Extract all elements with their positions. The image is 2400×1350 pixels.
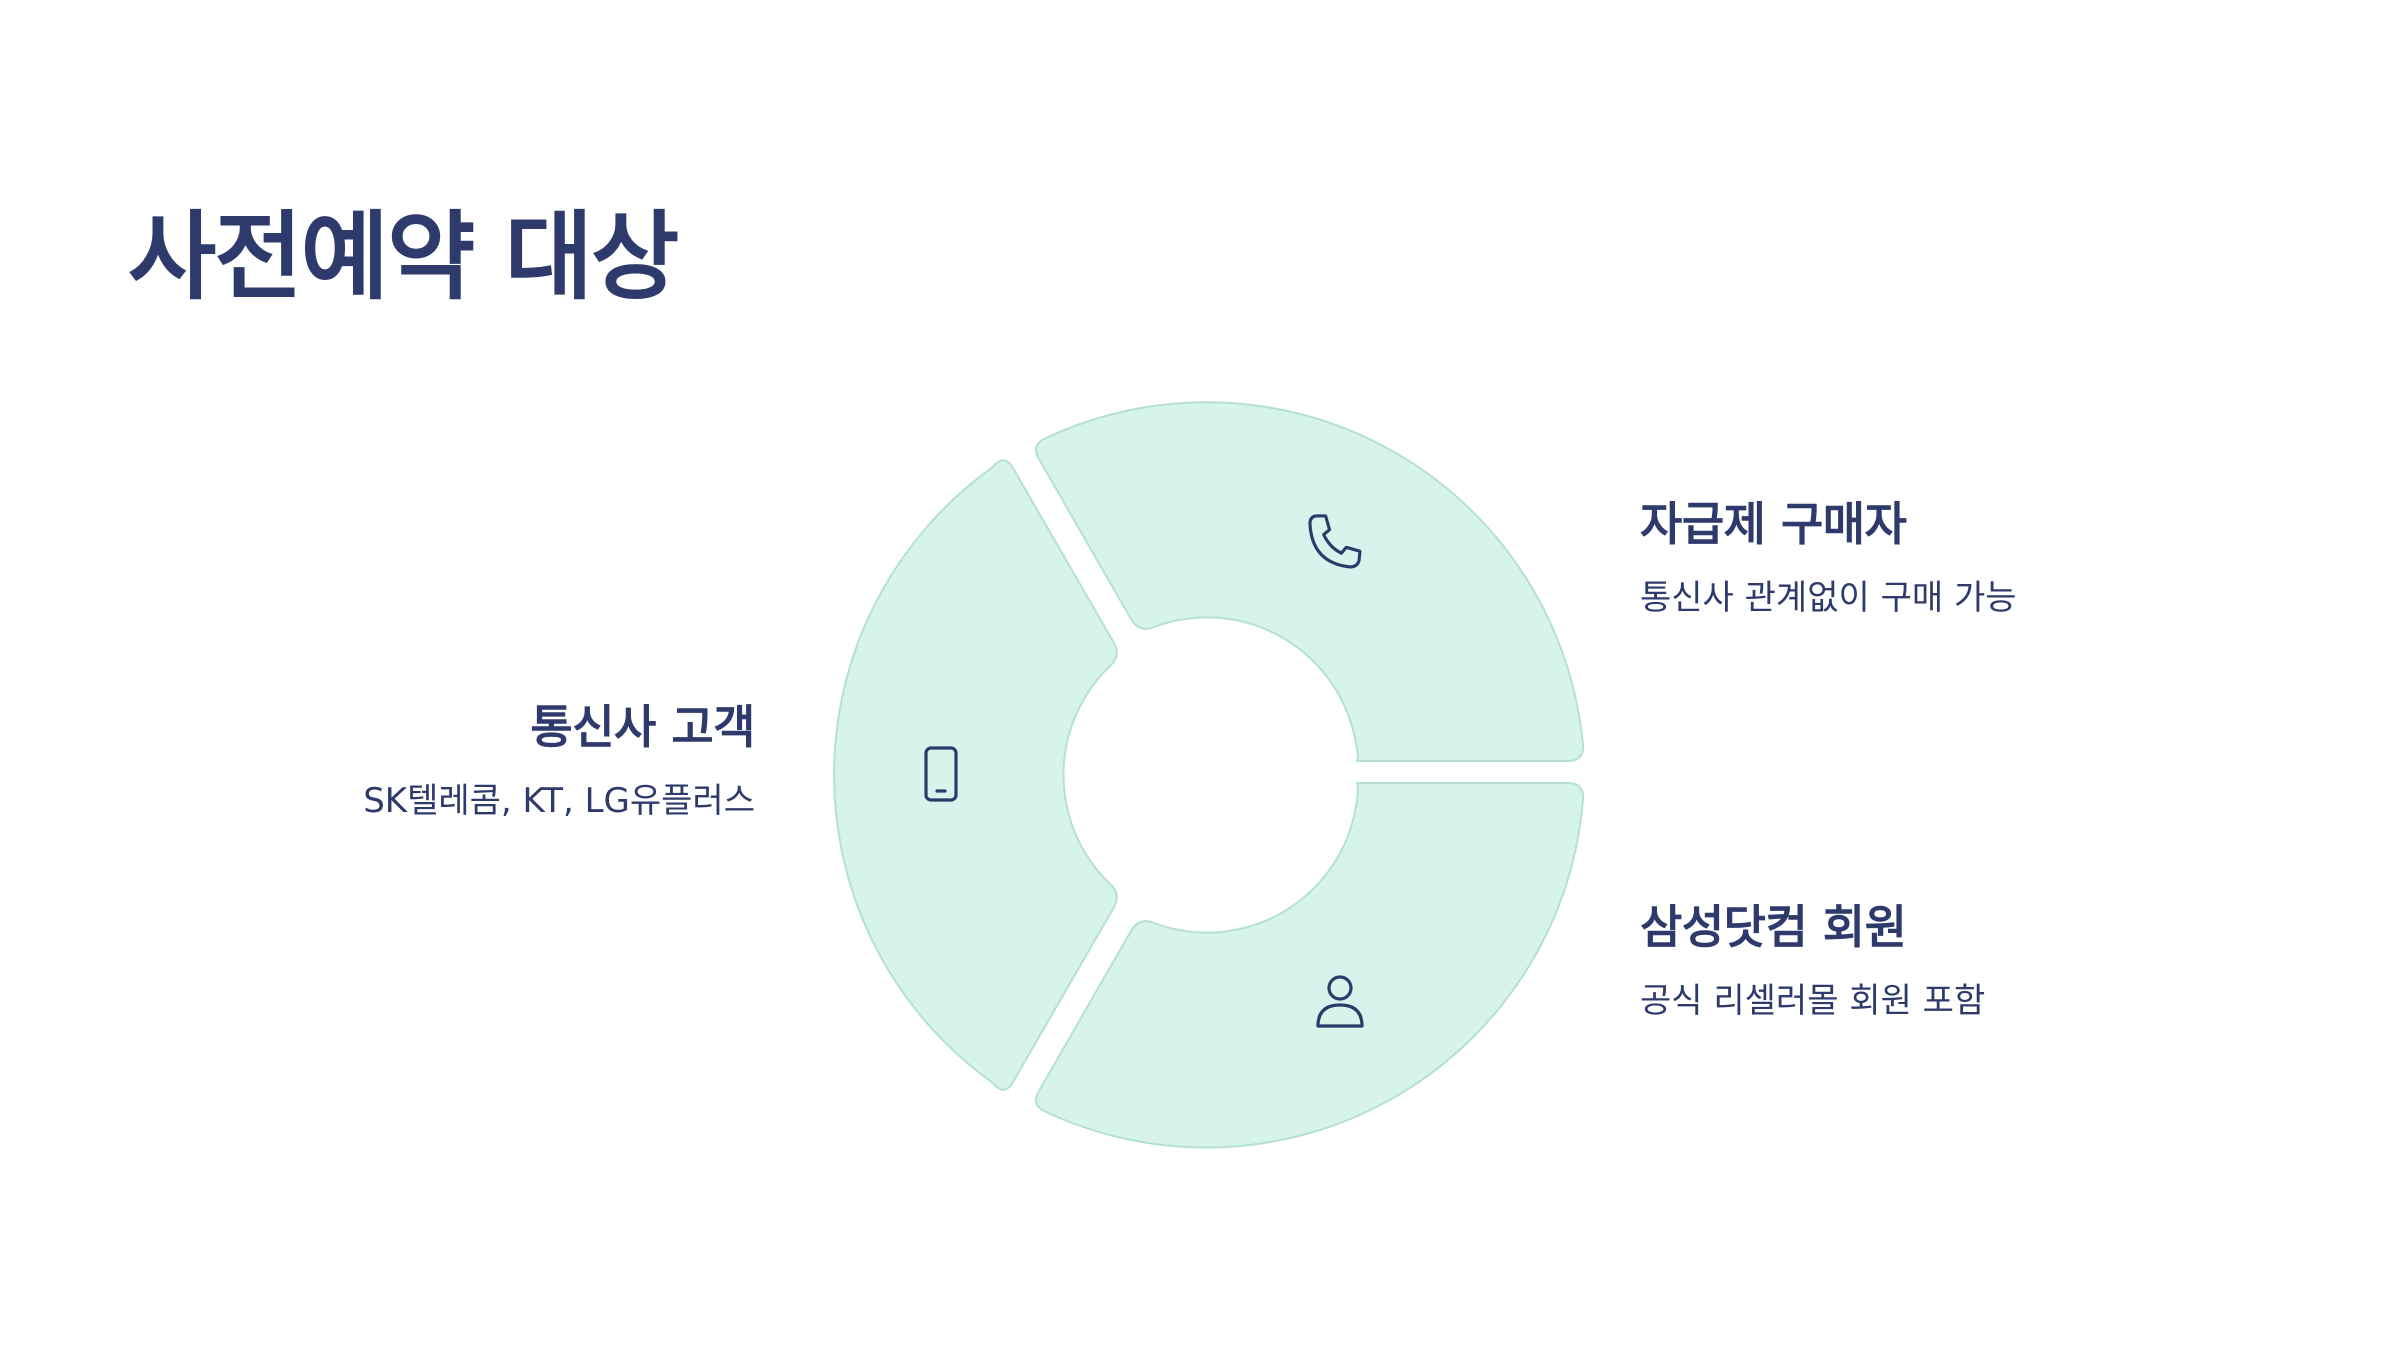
label-samsung-member: 삼성닷컴 회원 공식 리셀러몰 회원 포함 (1640, 900, 1985, 1022)
segment-self-buyer (1034, 401, 1585, 762)
segment-samsung-member (1034, 782, 1585, 1149)
label-desc-samsung-member: 공식 리셀러몰 회원 포함 (1640, 981, 1986, 1022)
smartphone-icon (924, 746, 958, 802)
label-title-samsung-member: 삼성닷컴 회원 (1640, 900, 1907, 954)
label-carrier-customer: 통신사 고객 SK텔레콤, KT, LG유플러스 (363, 700, 755, 822)
phone-icon (1308, 514, 1362, 569)
label-desc-self-buyer: 통신사 관계없이 구매 가능 (1640, 578, 2017, 619)
label-self-buyer: 자급제 구매자 통신사 관계없이 구매 가능 (1640, 497, 2017, 619)
user-icon (1316, 975, 1364, 1028)
label-title-carrier-customer: 통신사 고객 (530, 700, 755, 754)
label-title-self-buyer: 자급제 구매자 (1640, 497, 1907, 551)
page-title: 사전예약 대상 (128, 201, 679, 313)
label-desc-carrier-customer: SK텔레콤, KT, LG유플러스 (363, 781, 755, 822)
segment-carrier-customer (833, 459, 1118, 1091)
